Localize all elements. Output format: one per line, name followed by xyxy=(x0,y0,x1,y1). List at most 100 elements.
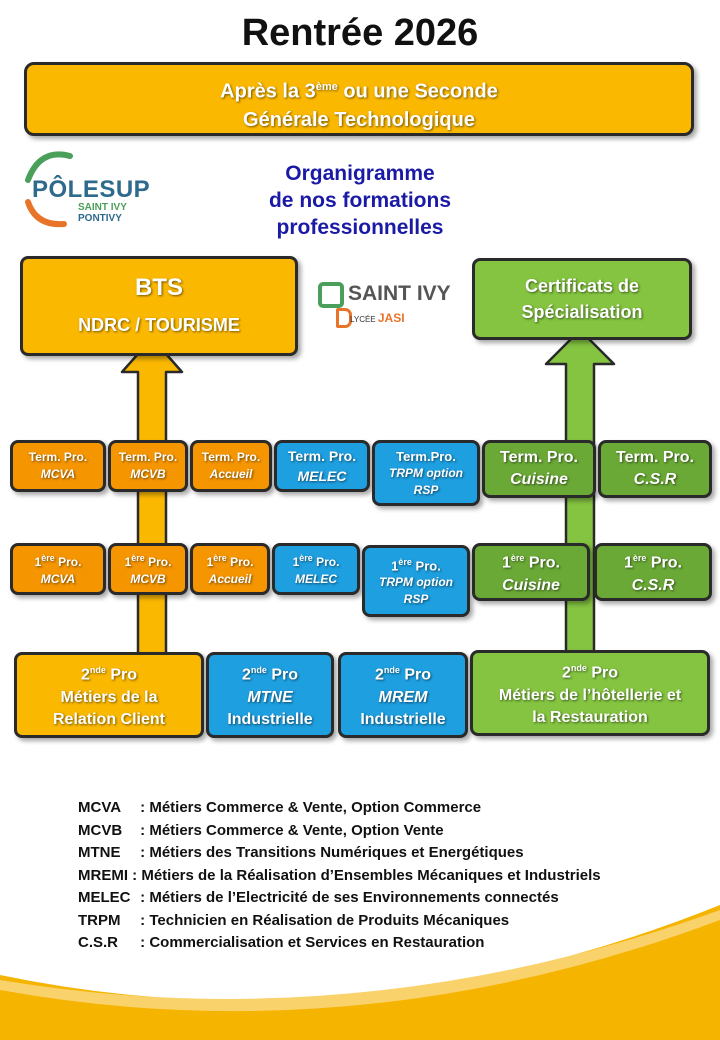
page-title: Rentrée 2026 xyxy=(241,12,479,54)
term-trpm-name: TRPM option xyxy=(389,465,463,480)
seconde-relation-client-box: 2nde Pro Métiers de la Relation Client xyxy=(14,652,204,738)
premiere-accueil-name: Accueil xyxy=(208,572,252,586)
term-mcvb-box: Term. Pro. MCVB xyxy=(108,440,188,492)
term-mcva-level: Term. Pro. xyxy=(28,450,88,464)
term-cuisine-level: Term. Pro. xyxy=(500,449,578,466)
saintivy-logo-sub: LYCÉE JASI xyxy=(350,311,405,325)
premiere-melec-level: 1ère Pro. xyxy=(292,553,340,569)
bottom-swoosh xyxy=(0,905,720,1040)
saintivy-logo-text: SAINT IVY xyxy=(348,282,451,305)
entry-banner: Après la 3ème ou une Seconde Générale Te… xyxy=(24,62,694,136)
premiere-csr-box: 1ère Pro. C.S.R xyxy=(594,543,712,601)
premiere-melec-box: 1ère Pro. MELEC xyxy=(272,543,360,595)
seconde-relation-client-level: 2nde Pro xyxy=(80,665,138,684)
premiere-melec-name: MELEC xyxy=(295,572,337,586)
term-mcva-name: MCVA xyxy=(40,467,76,481)
legend-text: : Métiers des Transitions Numériques et … xyxy=(140,844,524,861)
seconde-mtne-box: 2nde Pro MTNE Industrielle xyxy=(206,652,334,738)
term-cuisine-name: Cuisine xyxy=(510,471,568,488)
premiere-mcva-level: 1ère Pro. xyxy=(34,553,82,569)
premiere-mcvb-name: MCVB xyxy=(130,572,166,586)
premiere-mcva-name: MCVA xyxy=(40,572,76,586)
premiere-mcva-box: 1ère Pro. MCVA xyxy=(10,543,106,595)
premiere-cuisine-level: 1ère Pro. xyxy=(502,553,560,572)
legend-text: : Métiers de l’Electricité de ses Enviro… xyxy=(140,889,559,906)
premiere-cuisine-name: Cuisine xyxy=(502,576,560,594)
legend-row: MREMI : Métiers de la Réalisation d’Ense… xyxy=(78,865,708,888)
legend-text: : Métiers Commerce & Vente, Option Comme… xyxy=(140,799,482,816)
term-csr-level: Term. Pro. xyxy=(616,449,694,466)
premiere-mcvb-box: 1ère Pro. MCVB xyxy=(108,543,188,595)
seconde-hotellerie-line1: Métiers de l’hôtellerie et xyxy=(498,686,682,704)
certificats-box: Certificats de Spécialisation xyxy=(472,258,692,340)
legend-abbr: MREMI xyxy=(78,866,128,884)
legend-text: : Métiers Commerce & Vente, Option Vente xyxy=(140,821,444,839)
seconde-mtne-level: 2nde Pro xyxy=(241,665,299,684)
seconde-hotellerie-level: 2nde Pro xyxy=(561,663,619,682)
term-trpm-option: RSP xyxy=(413,482,439,497)
abbreviation-legend: MCVA : Métiers Commerce & Vente, Option … xyxy=(78,797,708,955)
premiere-trpm-name: TRPM option xyxy=(379,575,453,590)
seconde-mtne-name: MTNE xyxy=(247,688,293,706)
premiere-csr-level: 1ère Pro. xyxy=(624,553,682,572)
organigramme-heading: Organigramme de nos formations professio… xyxy=(268,162,452,239)
saintivy-logo: SAINT IVY LYCÉE JASI xyxy=(316,280,466,332)
term-trpm-box: Term.Pro. TRPM option RSP xyxy=(372,440,480,506)
term-melec-level: Term. Pro. xyxy=(287,448,357,464)
legend-abbr: MTNE xyxy=(78,844,121,861)
premiere-csr-name: C.S.R xyxy=(631,576,675,594)
certificats-line1: Certificats de xyxy=(524,276,640,296)
premiere-accueil-level: 1ère Pro. xyxy=(206,553,254,569)
bts-arrow xyxy=(120,336,184,656)
legend-row: MCVA : Métiers Commerce & Vente, Option … xyxy=(78,797,708,820)
term-accueil-level: Term. Pro. xyxy=(201,450,261,464)
polesup-arc-icon xyxy=(25,151,73,228)
polesup-logo-text: PÔLESUP xyxy=(32,176,151,203)
premiere-accueil-box: 1ère Pro. Accueil xyxy=(190,543,270,595)
term-csr-name: C.S.R xyxy=(633,471,677,488)
polesup-logo: PÔLESUP SAINT IVY PONTIVY xyxy=(20,150,160,230)
premiere-trpm-box: 1ère Pro. TRPM option RSP xyxy=(362,545,470,617)
legend-row: MTNE : Métiers des Transitions Numérique… xyxy=(78,842,708,865)
term-accueil-box: Term. Pro. Accueil xyxy=(190,440,272,492)
seconde-relation-client-line2: Relation Client xyxy=(52,710,165,728)
seconde-mtne-line2: Industrielle xyxy=(227,710,313,728)
polesup-logo-sub1: SAINT IVY xyxy=(78,202,127,213)
seconde-mrem-level: 2nde Pro xyxy=(374,665,432,684)
bts-box: BTS NDRC / TOURISME xyxy=(20,256,298,356)
legend-abbr: MCVA xyxy=(78,799,122,816)
premiere-trpm-option: RSP xyxy=(403,592,429,607)
term-trpm-level: Term.Pro. xyxy=(396,448,456,464)
premiere-mcvb-level: 1ère Pro. xyxy=(124,553,172,569)
saintivy-q-icon xyxy=(318,282,344,308)
legend-abbr: TRPM xyxy=(78,911,121,929)
seconde-mrem-name: MREM xyxy=(378,688,428,706)
term-csr-box: Term. Pro. C.S.R xyxy=(598,440,712,498)
legend-row: C.S.R : Commercialisation et Services en… xyxy=(78,932,708,955)
bts-subtitle: NDRC / TOURISME xyxy=(78,315,240,335)
term-mcvb-level: Term. Pro. xyxy=(118,450,178,464)
seconde-hotellerie-line2: la Restauration xyxy=(532,708,648,726)
term-accueil-name: Accueil xyxy=(209,467,253,481)
legend-row: MELEC : Métiers de l’Electricité de ses … xyxy=(78,887,708,910)
term-cuisine-box: Term. Pro. Cuisine xyxy=(482,440,596,498)
certificats-line2: Spécialisation xyxy=(521,302,643,322)
polesup-logo-sub2: PONTIVY xyxy=(78,213,122,224)
premiere-trpm-level: 1ère Pro. xyxy=(391,556,441,574)
seconde-mrem-box: 2nde Pro MREM Industrielle xyxy=(338,652,468,738)
legend-abbr: MCVB xyxy=(78,821,123,839)
premiere-cuisine-box: 1ère Pro. Cuisine xyxy=(472,543,590,601)
bts-title: BTS xyxy=(135,274,183,301)
legend-text: : Technicien en Réalisation de Produits … xyxy=(140,911,510,929)
legend-abbr: C.S.R xyxy=(78,934,119,951)
legend-row: TRPM : Technicien en Réalisation de Prod… xyxy=(78,910,708,933)
legend-row: MCVB : Métiers Commerce & Vente, Option … xyxy=(78,820,708,843)
term-melec-name: MELEC xyxy=(297,468,347,484)
legend-text: : Métiers de la Réalisation d’Ensembles … xyxy=(132,866,601,884)
term-mcva-box: Term. Pro. MCVA xyxy=(10,440,106,492)
term-mcvb-name: MCVB xyxy=(130,467,166,481)
seconde-relation-client-line1: Métiers de la xyxy=(60,688,158,706)
seconde-mrem-line2: Industrielle xyxy=(360,710,446,728)
legend-text: : Commercialisation et Services en Resta… xyxy=(140,934,485,951)
seconde-hotellerie-box: 2nde Pro Métiers de l’hôtellerie et la R… xyxy=(470,650,710,736)
